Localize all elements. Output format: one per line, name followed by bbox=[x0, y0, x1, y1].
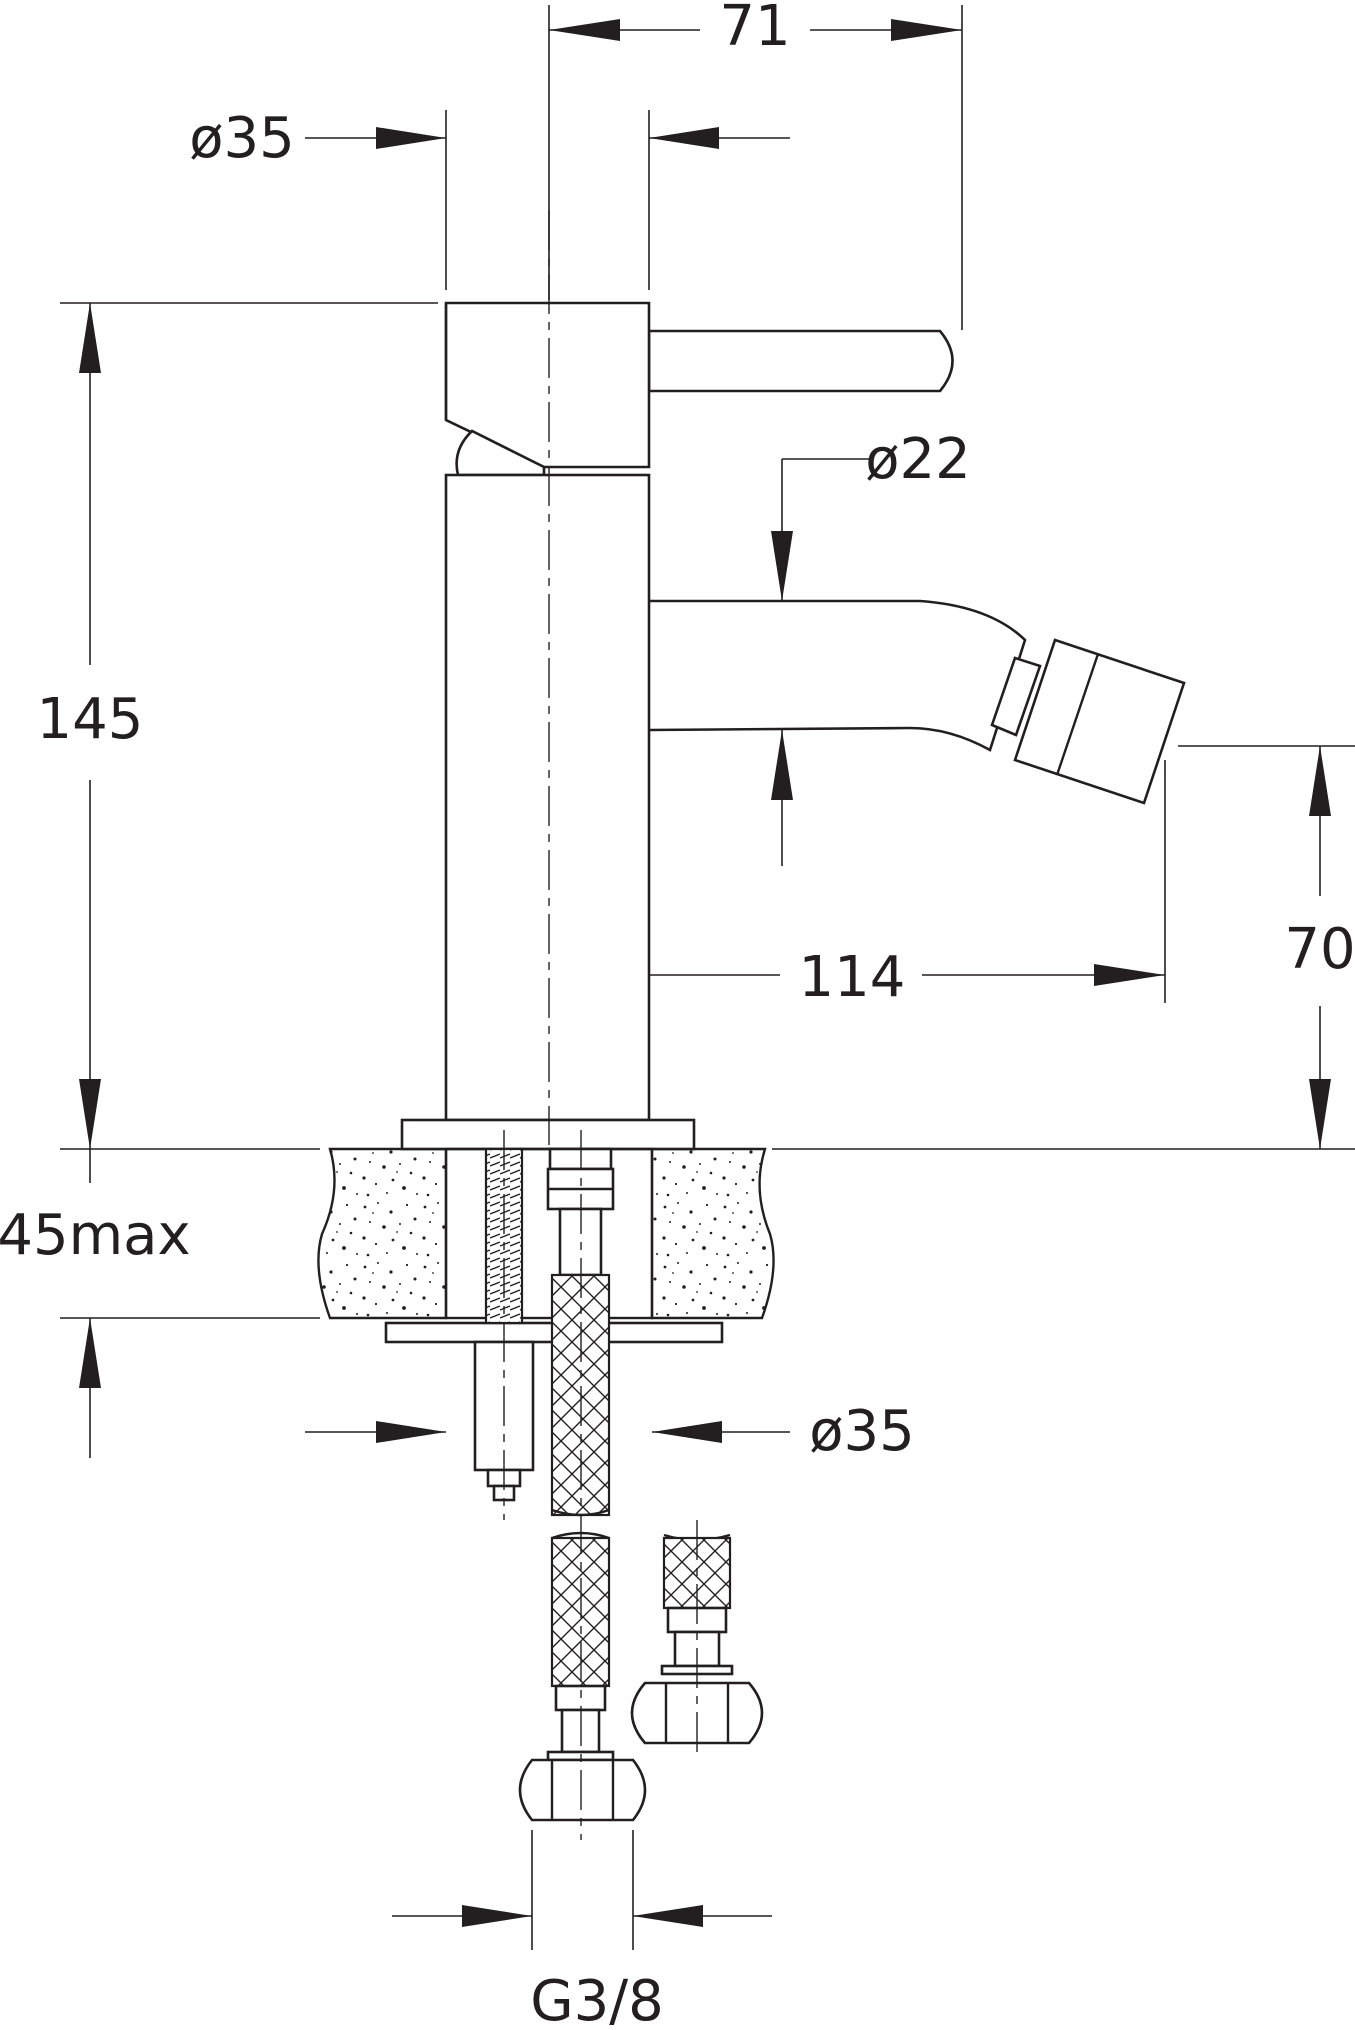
dimension-total-height: 145 bbox=[37, 687, 144, 752]
dimension-line-total-height bbox=[60, 302, 438, 1150]
dimension-base-diameter: ø35 bbox=[809, 1399, 915, 1464]
base-flange bbox=[400, 1118, 696, 1151]
centerlines bbox=[503, 210, 698, 1840]
dimension-line-connection-thread bbox=[392, 1830, 772, 1950]
dimension-line-spout-height bbox=[772, 745, 1355, 1150]
supply-hose-main bbox=[518, 1147, 647, 1822]
mixer-body-column bbox=[444, 473, 651, 1122]
dimension-spout-reach: 114 bbox=[799, 945, 906, 1010]
dimension-line-base-diameter bbox=[305, 1421, 790, 1443]
dimension-lever-reach: 71 bbox=[719, 0, 790, 59]
dimension-line-max-deck-thickness bbox=[60, 1149, 320, 1458]
dimension-body-diameter-top: ø35 bbox=[189, 106, 295, 171]
countertop-section bbox=[317, 1147, 775, 1320]
dimension-max-deck-thickness: 45max bbox=[0, 1203, 191, 1268]
spout bbox=[628, 599, 1186, 805]
cartridge-head bbox=[444, 301, 651, 477]
dimension-spout-diameter: ø22 bbox=[865, 427, 971, 492]
dimension-line-lever-reach bbox=[548, 5, 963, 330]
dimension-connection-thread: G3/8 bbox=[530, 1969, 664, 2030]
dimension-line-body-diameter-top bbox=[305, 110, 790, 290]
dimension-spout-height: 70 bbox=[1284, 917, 1355, 982]
lever-handle bbox=[647, 329, 954, 393]
